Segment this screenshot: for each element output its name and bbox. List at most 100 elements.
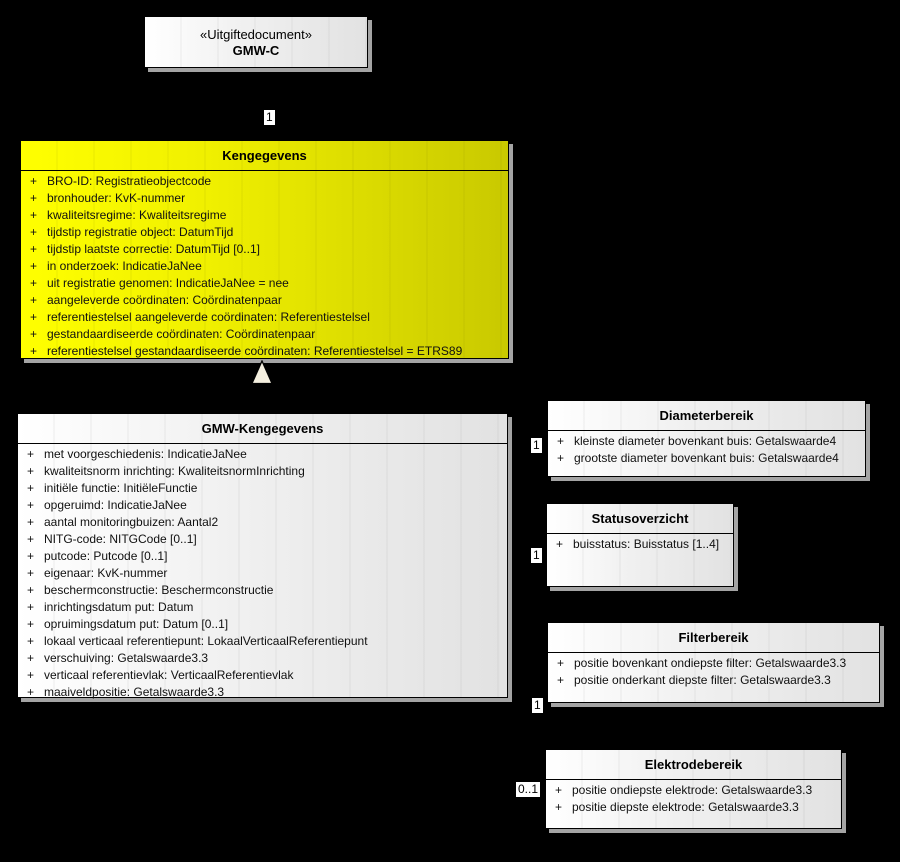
class-filterbereik: Filterbereik + positie bovenkant ondiepst…	[547, 622, 880, 703]
visibility-marker: +	[30, 276, 38, 290]
attribute-text: tijdstip registratie object: DatumTijd	[47, 225, 234, 239]
attribute-text: kwaliteitsregime: Kwaliteitsregime	[47, 208, 227, 222]
connector-elektrodebereik-horizontal	[371, 790, 545, 791]
connector-gmwc-kengegevens	[257, 68, 258, 140]
visibility-marker: +	[30, 242, 38, 256]
attribute-text: positie onderkant diepste filter: Getals…	[574, 673, 831, 687]
visibility-marker: +	[30, 293, 38, 307]
attribute-compartment: + positie ondiepste elektrode: Getalswaar…	[546, 780, 841, 816]
attribute-row: +positie diepste elektrode: Getalswaarde…	[546, 799, 841, 816]
attribute-text: positie diepste elektrode: Getalswaarde3…	[572, 800, 799, 814]
connector-filterbereik	[505, 692, 547, 693]
visibility-marker: +	[27, 617, 35, 631]
attribute-text: tijdstip laatste correctie: DatumTijd [0…	[47, 242, 260, 256]
attribute-row: +lokaal verticaal referentiepunt: Lokaal…	[18, 633, 507, 650]
attribute-row: +met voorgeschiedenis: IndicatieJaNee	[18, 446, 507, 463]
attribute-row: + positie ondiepste elektrode: Getalswaar…	[546, 782, 841, 799]
attribute-row: +beschermconstructie: Beschermconstructi…	[18, 582, 507, 599]
attribute-compartment: + positie bovenkant ondiepste filter: Get…	[548, 653, 879, 689]
attribute-text: positie ondiepste elektrode: Getalswaard…	[572, 783, 813, 797]
attribute-compartment: +met voorgeschiedenis: IndicatieJaNee + k…	[18, 444, 507, 701]
attribute-row: + positie bovenkant ondiepste filter: Get…	[548, 655, 879, 672]
attribute-row: + putcode: Putcode [0..1]	[18, 548, 507, 565]
attribute-row: +opgeruimd: IndicatieJaNee	[18, 497, 507, 514]
visibility-marker: +	[27, 464, 35, 478]
attribute-compartment: + kleinste diameter bovenkant buis: Getal…	[548, 431, 865, 467]
class-title: Elektrodebereik	[546, 750, 841, 780]
attribute-text: BRO-ID: Registratieobjectcode	[47, 174, 212, 188]
attribute-row: +positie onderkant diepste filter: Getal…	[548, 672, 879, 689]
visibility-marker: +	[27, 549, 35, 563]
attribute-text: kleinste diameter bovenkant buis: Getals…	[574, 434, 837, 448]
attribute-row: + uit registratie genomen: IndicatieJaNee…	[21, 275, 508, 292]
attribute-row: +kleinste diameter bovenkant buis: Getal…	[548, 433, 865, 450]
class-kengegevens: Kengegevens +BRO-ID: Registratieobjectco…	[20, 140, 509, 359]
visibility-marker: +	[30, 327, 38, 341]
attribute-text: grootste diameter bovenkant buis: Getals…	[574, 451, 839, 465]
attribute-row: + opruimingsdatum put: Datum [0..1]	[18, 616, 507, 633]
attribute-row: + BRO-ID: Registratieobjectcode	[21, 173, 508, 190]
attribute-row: + tijdstip registratie object: DatumTijd	[21, 224, 508, 241]
attribute-row: +eigenaar: KvK-nummer	[18, 565, 507, 582]
visibility-marker: +	[30, 174, 38, 188]
attribute-row: + tijdstip laatste correctie: DatumTijd […	[21, 241, 508, 258]
visibility-marker: +	[27, 481, 35, 495]
class-title: Statusoverzicht	[547, 504, 733, 534]
multiplicity-label: 1	[264, 110, 275, 125]
visibility-marker: +	[27, 634, 35, 648]
attribute-row: + gestandaardiseerde coördinaten: Coördin…	[21, 326, 508, 343]
attribute-row: +kwaliteitsregime: Kwaliteitsregime	[21, 207, 508, 224]
visibility-marker: +	[27, 668, 35, 682]
attribute-text: initiële functie: InitiëleFunctie	[44, 481, 198, 495]
visibility-marker: +	[30, 259, 38, 273]
connector-elektrodebereik-vertical	[371, 698, 372, 790]
attribute-text: eigenaar: KvK-nummer	[44, 566, 168, 580]
attribute-text: bronhouder: KvK-nummer	[47, 191, 186, 205]
multiplicity-label: 1	[531, 438, 542, 453]
class-gmw-kengegevens: GMW-Kengegevens +met voorgeschiedenis: I…	[17, 413, 508, 701]
attribute-row: + bronhouder: KvK-nummer	[21, 190, 508, 207]
attribute-text: uit registratie genomen: IndicatieJaNee …	[47, 276, 289, 290]
attribute-row: +inrichtingsdatum put: Datum	[18, 599, 507, 616]
attribute-row: +maaiveldpositie: Getalswaarde3.3	[18, 684, 507, 701]
attribute-row: +verticaal referentievlak: VerticaalRefe…	[18, 667, 507, 684]
visibility-marker: +	[556, 537, 564, 551]
visibility-marker: +	[557, 451, 565, 465]
attribute-text: inrichtingsdatum put: Datum	[44, 600, 194, 614]
class-title: GMW-Kengegevens	[18, 414, 507, 444]
attribute-row: +aantal monitoringbuizen: Aantal2	[18, 514, 507, 531]
attribute-text: positie bovenkant ondiepste filter: Geta…	[574, 656, 847, 670]
visibility-marker: +	[30, 191, 38, 205]
attribute-text: gestandaardiseerde coördinaten: Coördina…	[47, 327, 316, 341]
attribute-text: aantal monitoringbuizen: Aantal2	[44, 515, 219, 529]
class-title: Filterbereik	[548, 623, 879, 653]
multiplicity-label: 1	[532, 698, 543, 713]
attribute-row: + aangeleverde coördinaten: Coördinatenpa…	[21, 292, 508, 309]
attribute-text: aangeleverde coördinaten: Coördinatenpaa…	[47, 293, 282, 307]
attribute-text: putcode: Putcode [0..1]	[44, 549, 168, 563]
class-title: Diameterbereik	[548, 401, 865, 431]
visibility-marker: +	[557, 656, 565, 670]
visibility-marker: +	[30, 310, 38, 324]
attribute-compartment: + BRO-ID: Registratieobjectcode + bronhoud…	[21, 171, 508, 360]
attribute-row: + initiële functie: InitiëleFunctie	[18, 480, 507, 497]
attribute-text: kwaliteitsnorm inrichting: Kwaliteitsnor…	[44, 464, 305, 478]
visibility-marker: +	[27, 532, 35, 546]
visibility-marker: +	[30, 344, 38, 358]
visibility-marker: +	[27, 447, 35, 461]
visibility-marker: +	[555, 783, 563, 797]
attribute-row: + in onderzoek: IndicatieJaNee	[21, 258, 508, 275]
multiplicity-label: 1	[531, 548, 542, 563]
attribute-row: + NITG-code: NITGCode [0..1]	[18, 531, 507, 548]
attribute-text: verschuiving: Getalswaarde3.3	[44, 651, 209, 665]
attribute-row: + kwaliteitsnorm inrichting: Kwaliteitsno…	[18, 463, 507, 480]
attribute-text: referentiestelsel gestandaardiseerde coö…	[47, 344, 463, 358]
attribute-text: NITG-code: NITGCode [0..1]	[44, 532, 197, 546]
visibility-marker: +	[27, 651, 35, 665]
visibility-marker: +	[27, 498, 35, 512]
attribute-row: + referentiestelsel gestandaardiseerde co…	[21, 343, 508, 360]
visibility-marker: +	[30, 225, 38, 239]
attribute-text: in onderzoek: IndicatieJaNee	[47, 259, 202, 273]
attribute-text: opruimingsdatum put: Datum [0..1]	[44, 617, 229, 631]
